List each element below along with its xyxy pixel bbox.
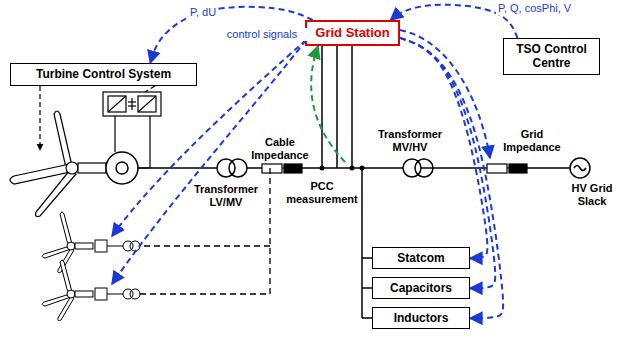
grid-station-box: Grid Station: [305, 20, 400, 46]
signal-label: P, Q, cosPhi, V: [496, 2, 573, 15]
small-wind-turbine: [58, 296, 74, 321]
device-box: Statcom: [372, 247, 470, 269]
junction-dot: [350, 166, 355, 171]
node-text: Capacitors: [390, 281, 452, 295]
small-wind-turbine: [75, 291, 93, 297]
part-label: Grid Impedance: [497, 128, 567, 154]
small-wind-turbine: [67, 242, 75, 250]
converter-symbol: [131, 98, 132, 110]
generator: [106, 152, 138, 184]
wind-turbine: [10, 111, 106, 217]
device-box: Capacitors: [372, 277, 470, 299]
transformer-symbol: [229, 159, 247, 177]
small-wind-turbine: [60, 260, 72, 293]
part-label: HV Grid Slack: [564, 182, 620, 208]
small-wind-turbine: [130, 289, 140, 299]
converter-symbol: [114, 116, 115, 152]
impedance-symbol: [262, 164, 527, 173]
grid-slack-symbol: [570, 158, 590, 178]
bus-line: [321, 42, 323, 168]
control-box: Turbine Control System: [10, 63, 197, 86]
converter-symbol: [108, 96, 126, 112]
device-box: Inductors: [372, 307, 470, 329]
turbine-control-line: [39, 86, 40, 150]
wind-turbine: [54, 111, 72, 168]
part-label: PCC measurement: [285, 180, 359, 206]
impedance-symbol: [284, 164, 302, 173]
turbine-control-line: [145, 86, 155, 92]
impedance-symbol: [487, 164, 507, 173]
small-wind-turbine: [60, 212, 72, 245]
signal-label: P, dU: [188, 6, 218, 19]
bus-line: [302, 167, 487, 169]
grid-slack-symbol: [570, 158, 590, 178]
bus-line: [362, 287, 372, 289]
generator: [116, 162, 128, 174]
bus-line: [138, 167, 217, 169]
bus-line: [362, 257, 372, 259]
node-text: Grid Station: [315, 25, 389, 41]
converter-symbol: [138, 96, 156, 112]
measurement-line: [311, 46, 345, 162]
node-text: Turbine Control System: [36, 67, 171, 81]
bus-line: [351, 42, 353, 168]
converter-symbol: [108, 96, 126, 112]
bus-line: [362, 317, 372, 319]
part-label: Cable Impedance: [248, 136, 312, 162]
wind-turbine: [66, 162, 78, 174]
impedance-symbol: [509, 164, 527, 173]
impedance-symbol: [262, 164, 282, 173]
converter-symbol: [103, 92, 161, 116]
small-wind-turbine: [95, 240, 107, 252]
bus-line: [138, 42, 570, 318]
node-text: TSO Control Centre: [510, 42, 593, 71]
small-wind-turbine: [67, 290, 75, 298]
small-wind-turbine: [107, 246, 123, 247]
feeder-line: [140, 168, 270, 294]
small-wind-turbine: [42, 212, 140, 321]
grid-slack-symbol: [574, 166, 586, 171]
bus-line: [247, 167, 262, 169]
bus-line: [361, 168, 363, 318]
control-centre-box: TSO Control Centre: [503, 38, 600, 75]
wind-turbine: [78, 163, 106, 173]
small-wind-turbine: [107, 294, 123, 295]
turbine-control-line: [40, 86, 155, 150]
control-signal-arrow: [150, 7, 312, 63]
feeder-line: [140, 245, 270, 246]
wind-turbine: [36, 170, 77, 217]
small-wind-turbine: [75, 243, 93, 249]
generator: [106, 152, 138, 184]
transformer-symbol: [415, 159, 433, 177]
junction-dot: [320, 166, 365, 171]
converter-symbol: [138, 96, 156, 112]
signal-label: control signals: [216, 28, 308, 41]
converter-symbol: [138, 116, 150, 168]
small-wind-turbine: [95, 288, 107, 300]
part-label: Transformer LV/MV: [188, 183, 264, 209]
converter-symbol: [103, 92, 161, 168]
transformer-symbol: [217, 159, 433, 177]
node-text: Inductors: [394, 311, 449, 325]
junction-dot: [320, 166, 325, 171]
junction-dot: [360, 166, 365, 171]
measurement-line: [311, 46, 345, 162]
feeder-line: [140, 168, 270, 294]
node-text: Statcom: [397, 251, 444, 265]
part-label: Transformer MV/HV: [372, 128, 448, 154]
bus-line: [336, 42, 338, 168]
bus-line: [527, 167, 570, 169]
